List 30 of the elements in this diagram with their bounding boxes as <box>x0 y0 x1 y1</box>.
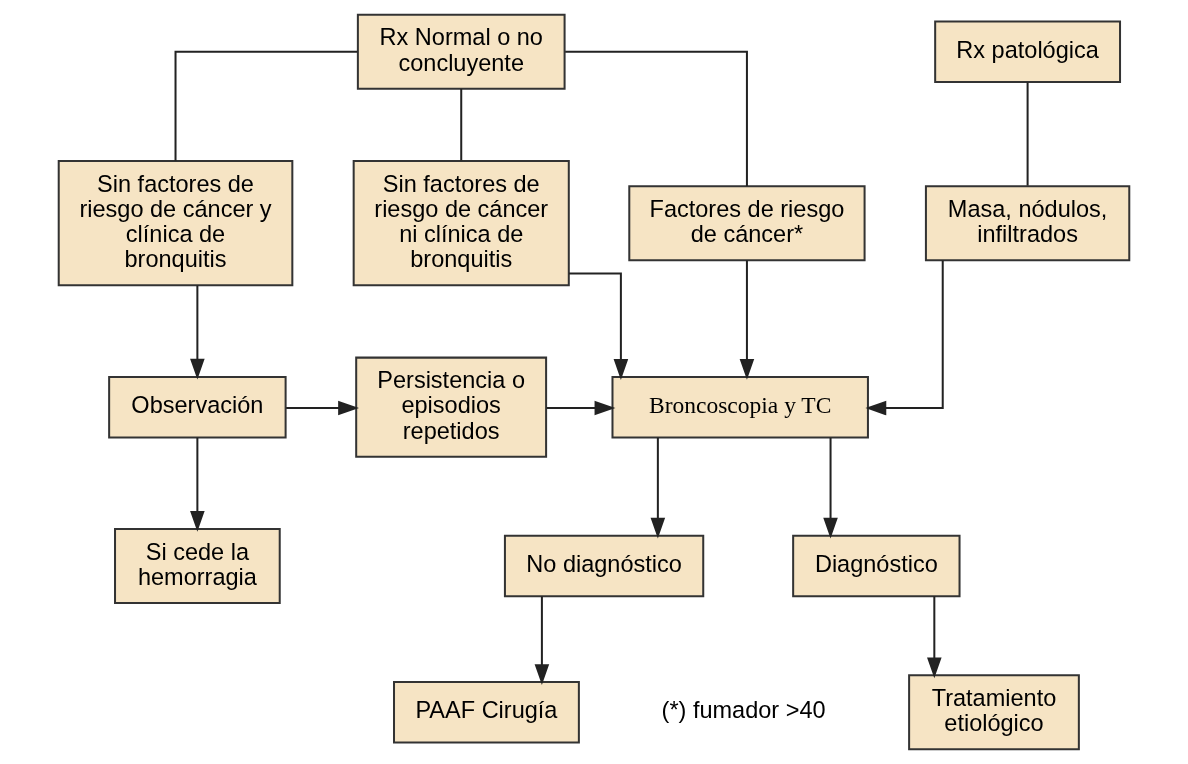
arrow <box>650 437 666 539</box>
connector <box>565 50 748 186</box>
arrow <box>569 272 629 380</box>
node-box: Si cede la hemorragia <box>114 528 281 604</box>
node-box: No diagnóstico <box>503 534 705 598</box>
connector <box>174 50 358 161</box>
arrow <box>534 596 550 686</box>
node-box: Sin factores de riesgo de cáncer ni clínica de bronquitis <box>352 160 570 287</box>
arrow <box>190 285 205 380</box>
node-box: Persistencia o episodios repetidos <box>355 356 548 458</box>
node-box: Broncoscopia y TC <box>611 375 869 439</box>
node-box: Rx Normal o no concluyente <box>356 13 566 90</box>
arrow <box>865 260 944 416</box>
node-box: Tratamiento etiológico <box>908 674 1080 751</box>
node-box: Sin factores de riesgo de cáncer y clínica de bronquitis <box>57 160 294 287</box>
arrow <box>927 596 942 679</box>
connector <box>460 88 463 161</box>
arrow <box>190 437 205 532</box>
arrow <box>546 400 616 416</box>
arrow <box>739 260 755 380</box>
connector <box>1026 82 1029 186</box>
arrow <box>823 437 838 539</box>
node-box: PAAF Cirugía <box>393 681 580 744</box>
node-box: Rx patológica <box>934 20 1122 84</box>
node-box: Masa, nódulos, infiltrados <box>924 185 1131 262</box>
arrow <box>286 400 359 416</box>
node-box: Diagnóstico <box>792 534 961 598</box>
label: (*) fumador >40 <box>661 697 826 724</box>
node-box: Factores de riesgo de cáncer* <box>628 185 866 262</box>
node-box: Observación <box>108 375 287 439</box>
